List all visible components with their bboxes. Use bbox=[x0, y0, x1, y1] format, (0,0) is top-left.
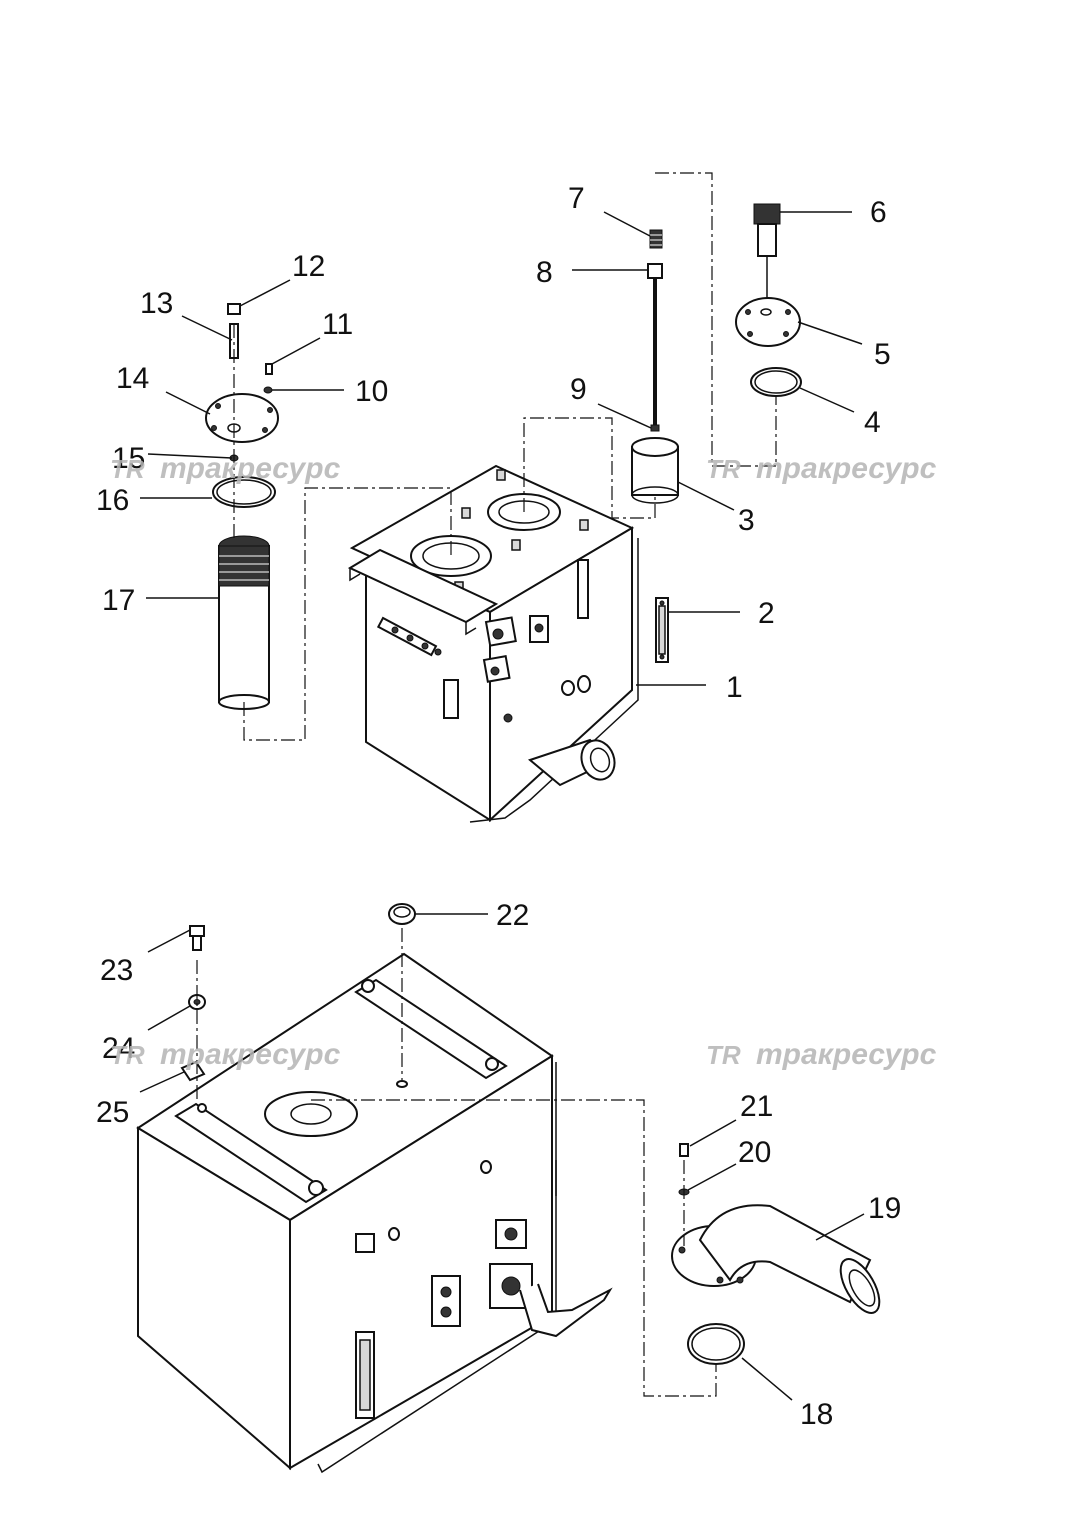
cover-nut bbox=[227, 303, 241, 315]
watermark-logo: TR bbox=[110, 1040, 145, 1070]
dipstick-rod bbox=[647, 263, 663, 425]
elbow-o-ring bbox=[687, 1323, 745, 1365]
callout-15: 15 bbox=[112, 442, 145, 475]
small-washer bbox=[263, 386, 273, 394]
filter-o-ring bbox=[212, 476, 276, 508]
callout-12: 12 bbox=[292, 250, 325, 283]
bracket-clip bbox=[180, 1060, 206, 1082]
callout-labels: 1 2 3 4 5 6 7 8 9 10 11 12 13 14 15 16 1… bbox=[96, 182, 901, 1431]
callout-8: 8 bbox=[536, 256, 553, 289]
watermark-top-right: TR тракресурс bbox=[706, 452, 937, 485]
top-bracket-front bbox=[174, 1102, 328, 1204]
breather-cap bbox=[753, 203, 781, 300]
watermark-logo: TR bbox=[110, 454, 145, 484]
callout-9: 9 bbox=[570, 373, 587, 406]
watermark-text: тракресурс bbox=[756, 452, 937, 485]
callout-1: 1 bbox=[726, 671, 743, 704]
elbow-bolt bbox=[679, 1143, 689, 1157]
callout-23: 23 bbox=[100, 954, 133, 987]
hydraulic-tank-top-view bbox=[347, 464, 639, 823]
callout-4: 4 bbox=[864, 406, 881, 439]
watermark-logo: TR bbox=[706, 454, 741, 484]
callout-24: 24 bbox=[102, 1032, 135, 1065]
watermark-bottom-right: TR тракресурс bbox=[706, 1038, 937, 1071]
callout-6: 6 bbox=[870, 196, 887, 229]
hydraulic-tank-bottom-view bbox=[136, 952, 613, 1474]
suction-port-opening bbox=[264, 1091, 358, 1137]
callout-16: 16 bbox=[96, 484, 129, 517]
callout-22: 22 bbox=[496, 899, 529, 932]
callout-3: 3 bbox=[738, 504, 755, 537]
watermark-text: тракресурс bbox=[160, 452, 341, 485]
watermark-logo: TR bbox=[706, 1040, 741, 1070]
callout-10: 10 bbox=[355, 375, 388, 408]
suction-elbow-pipe bbox=[671, 1204, 881, 1314]
watermark-text: тракресурс bbox=[756, 1038, 937, 1071]
callout-20: 20 bbox=[738, 1136, 771, 1169]
oil-level-gauge bbox=[655, 597, 669, 663]
top-assembly bbox=[140, 172, 863, 823]
breather-cover-plate bbox=[735, 297, 801, 347]
side-port-block bbox=[443, 679, 459, 719]
level-gauge-slot bbox=[577, 559, 589, 619]
callout-7: 7 bbox=[568, 182, 585, 215]
callout-5: 5 bbox=[874, 338, 891, 371]
callout-25: 25 bbox=[96, 1096, 129, 1129]
breather-o-ring bbox=[750, 367, 802, 397]
return-filter-element bbox=[218, 535, 270, 710]
filter-cover-plate bbox=[205, 393, 279, 443]
watermark-top-left: TR тракресурс bbox=[110, 452, 341, 485]
callout-18: 18 bbox=[800, 1398, 833, 1431]
callout-2: 2 bbox=[758, 597, 775, 630]
foot-bracket bbox=[519, 1283, 613, 1338]
bottom-assembly bbox=[136, 903, 881, 1474]
tank-right-face bbox=[489, 526, 633, 823]
watermark-text: тракресурс bbox=[160, 1038, 341, 1071]
watermark-bottom-left: TR тракресурс bbox=[110, 1038, 341, 1071]
callout-19: 19 bbox=[868, 1192, 901, 1225]
watermarks: TR тракресурс TR тракресурс TR тракресур… bbox=[110, 452, 937, 1071]
callout-13: 13 bbox=[140, 287, 173, 320]
bracket-bolt bbox=[189, 925, 205, 937]
callout-14: 14 bbox=[116, 362, 149, 395]
callout-11: 11 bbox=[322, 308, 353, 341]
callout-21: 21 bbox=[740, 1090, 773, 1123]
small-screw bbox=[265, 363, 273, 375]
dipstick-knob bbox=[649, 229, 663, 249]
breather-filter-element bbox=[631, 437, 679, 504]
mounting-bracket bbox=[347, 548, 499, 624]
rod-nut bbox=[650, 424, 660, 432]
callout-17: 17 bbox=[102, 584, 135, 617]
